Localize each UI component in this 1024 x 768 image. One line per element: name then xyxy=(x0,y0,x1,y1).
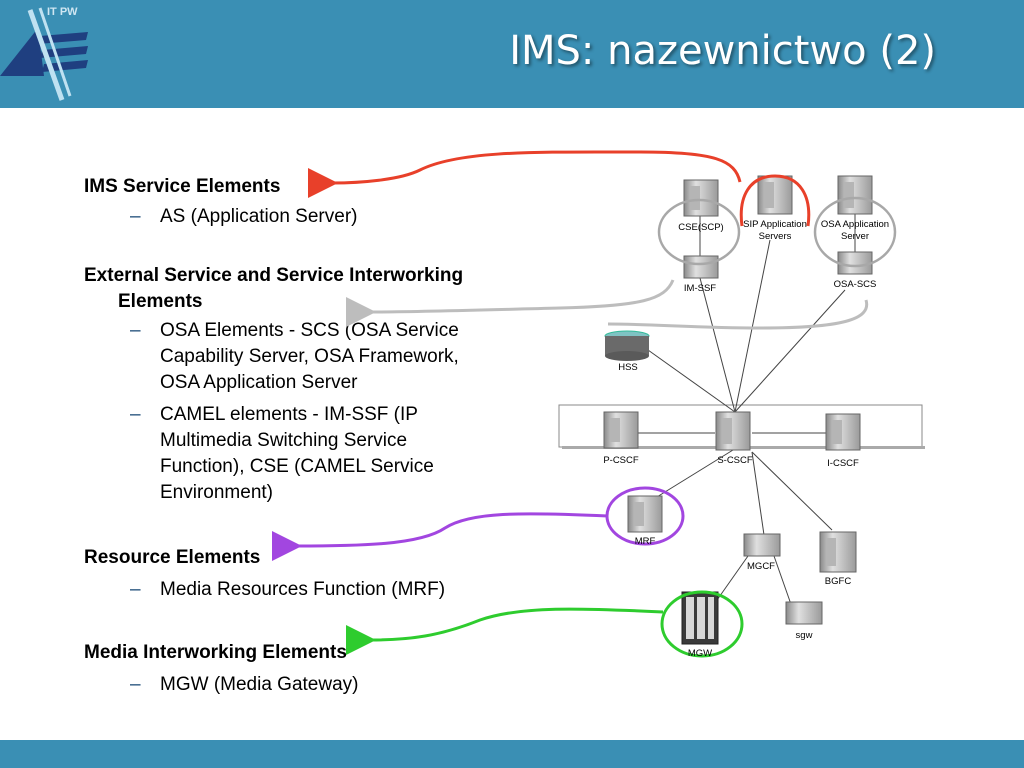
server-icon xyxy=(627,495,663,533)
footer-bar xyxy=(0,740,1024,768)
server-icon xyxy=(785,601,823,625)
item-as: AS (Application Server) xyxy=(160,206,358,227)
osa-ellipse xyxy=(813,196,897,268)
item-camel-line1: CAMEL elements - IM-SSF (IP xyxy=(160,404,418,425)
item-mrf: Media Resources Function (MRF) xyxy=(160,579,446,600)
label-mgw: MGW xyxy=(688,648,712,659)
label-hss: HSS xyxy=(618,362,638,373)
item-osa-line3: OSA Application Server xyxy=(160,372,358,393)
purple-arrow xyxy=(271,512,609,562)
item-osa-line1: OSA Elements - SCS (OSA Service xyxy=(160,320,459,341)
itpw-logo-icon xyxy=(0,7,88,101)
server-icon xyxy=(837,175,873,215)
label-osa-line2: Server xyxy=(841,231,869,242)
item-camel-line2: Multimedia Switching Service xyxy=(160,430,408,451)
sip-arc xyxy=(739,174,811,227)
mgw-ellipse xyxy=(660,590,744,658)
server-icon xyxy=(683,179,719,217)
server-icon xyxy=(837,251,873,275)
label-scscf: S-CSCF xyxy=(717,455,753,466)
label-icscf: I-CSCF xyxy=(827,458,859,469)
bullet-dash: – xyxy=(130,404,141,425)
logo-text: IT PW xyxy=(47,6,78,18)
connection-lines xyxy=(638,210,856,611)
bullet-dash: – xyxy=(130,320,141,341)
rack-server-icon xyxy=(681,591,719,645)
cse-imssf-ellipse xyxy=(657,198,741,266)
label-cse: CSE(SCP) xyxy=(678,222,723,233)
gray-arrow-top xyxy=(345,279,675,328)
server-icon xyxy=(603,411,639,449)
item-camel-line3: Function), CSE (CAMEL Service xyxy=(160,456,434,477)
server-icon xyxy=(683,255,719,279)
heading-external-service-1: External Service and Service Interworkin… xyxy=(84,265,464,286)
bullet-dash: – xyxy=(130,579,141,600)
green-arrow xyxy=(345,607,664,656)
label-mgcf: MGCF xyxy=(747,561,775,572)
bullet-dash: – xyxy=(130,674,141,695)
gray-arc-bottom xyxy=(607,299,869,330)
label-osa-line1: OSA Application xyxy=(821,219,889,230)
label-bgfc: BGFC xyxy=(825,576,852,587)
heading-media-interworking: Media Interworking Elements xyxy=(84,642,347,663)
label-imssf: IM-SSF xyxy=(684,283,716,294)
label-sip-line1: SIP Application xyxy=(743,219,807,230)
heading-ims-service: IMS Service Elements xyxy=(84,176,281,197)
server-icon xyxy=(743,533,781,557)
item-osa-line2: Capability Server, OSA Framework, xyxy=(160,346,459,367)
label-sip-line2: Servers xyxy=(759,231,792,242)
heading-external-service-2: Elements xyxy=(118,291,203,312)
server-icon xyxy=(819,531,857,573)
server-icon xyxy=(825,413,861,451)
item-mgw: MGW (Media Gateway) xyxy=(160,674,359,695)
header-bar xyxy=(0,0,1024,108)
bullet-dash: – xyxy=(130,206,141,227)
database-icon xyxy=(604,330,650,361)
label-sgw: sgw xyxy=(796,630,813,641)
server-icon xyxy=(715,411,751,451)
heading-resource: Resource Elements xyxy=(84,547,261,568)
label-mrf: MRF xyxy=(635,536,656,547)
item-camel-line4: Environment) xyxy=(160,482,273,503)
server-icon xyxy=(757,175,793,215)
page-title: IMS: nazewnictwo (2) xyxy=(509,28,936,74)
label-osascs: OSA-SCS xyxy=(834,279,877,290)
red-arrow xyxy=(307,150,742,199)
label-pcscf: P-CSCF xyxy=(603,455,639,466)
